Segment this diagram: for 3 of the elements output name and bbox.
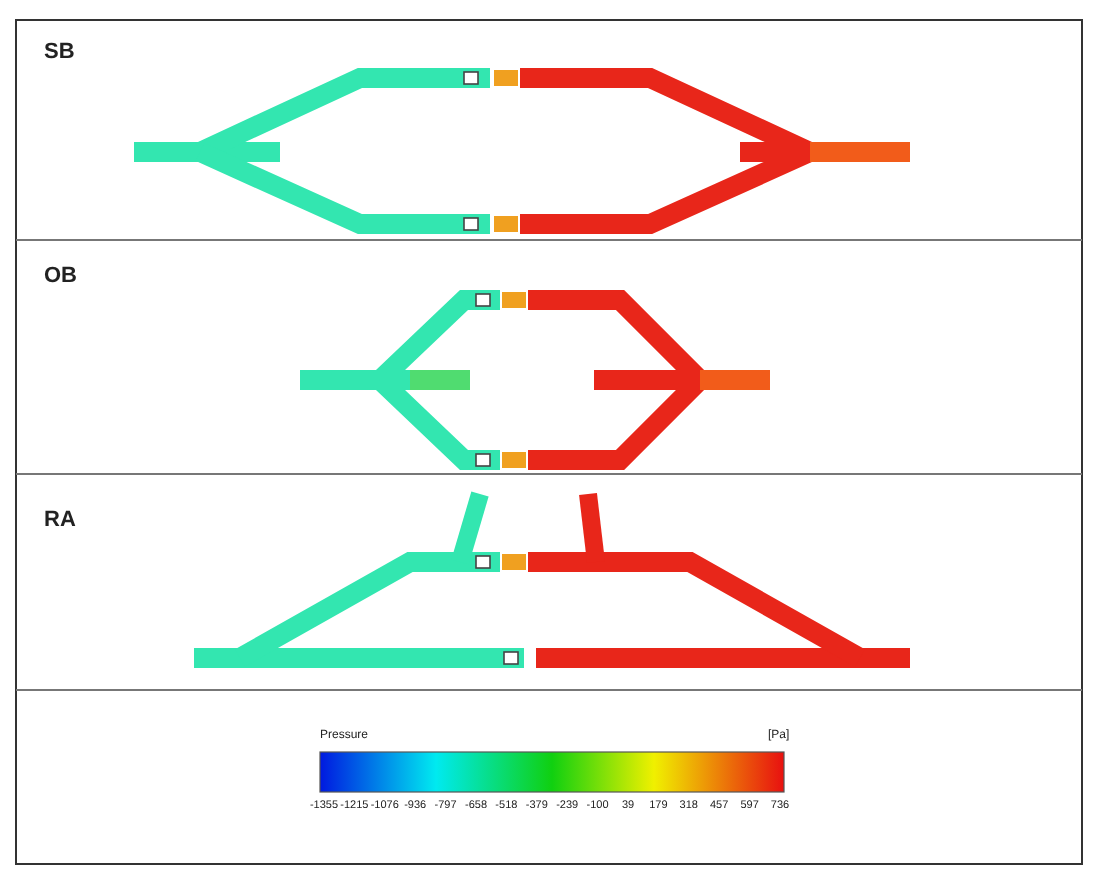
- panel-label: SB: [44, 40, 75, 64]
- panel-label: OB: [44, 264, 77, 288]
- panel-label: RA: [44, 508, 76, 532]
